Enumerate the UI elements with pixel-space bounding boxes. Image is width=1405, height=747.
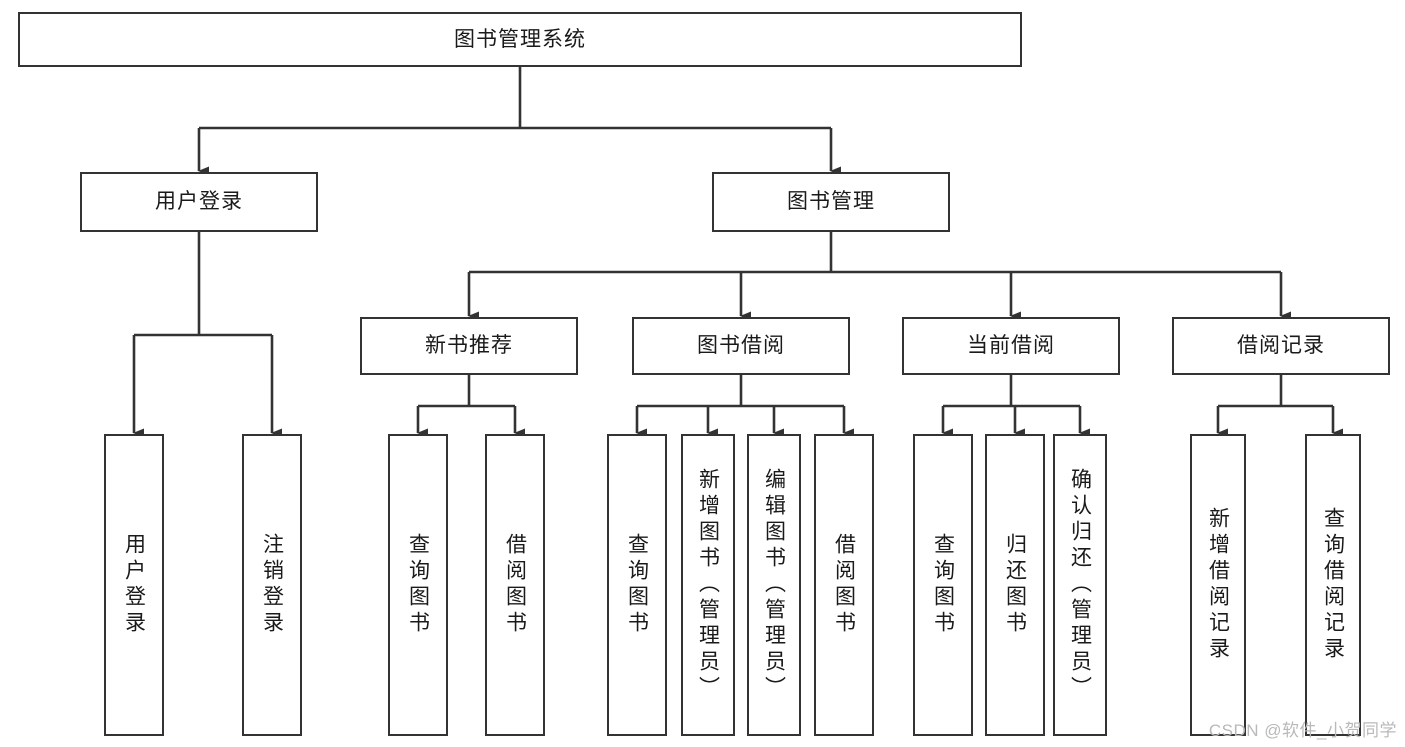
node-label-borrow-record: 借阅记录 <box>1237 334 1325 358</box>
node-user-login[interactable]: 用户登录 <box>80 172 318 232</box>
node-label-new-book-recommend: 新书推荐 <box>425 334 513 358</box>
node-label-leaf-query-borrow-record: 查询借阅记录 <box>1321 507 1345 663</box>
node-label-book-manage: 图书管理 <box>787 190 875 214</box>
node-leaf-add-borrow-record[interactable]: 新增借阅记录 <box>1190 434 1246 736</box>
node-leaf-logout-login[interactable]: 注销登录 <box>242 434 302 736</box>
node-label-leaf-query-book-3: 查询图书 <box>931 533 955 637</box>
node-leaf-confirm-return-admin[interactable]: 确认归还（管理员） <box>1053 434 1107 736</box>
node-label-leaf-user-login: 用户登录 <box>122 533 146 637</box>
node-label-leaf-borrow-book-2: 借阅图书 <box>832 533 856 637</box>
node-leaf-borrow-book-2[interactable]: 借阅图书 <box>814 434 874 736</box>
node-label-book-borrow: 图书借阅 <box>697 334 785 358</box>
node-leaf-add-book-admin[interactable]: 新增图书（管理员） <box>681 434 735 736</box>
node-label-leaf-edit-book-admin: 编辑图书（管理员） <box>762 468 786 702</box>
node-book-borrow[interactable]: 图书借阅 <box>632 317 850 375</box>
node-label-current-borrow: 当前借阅 <box>967 334 1055 358</box>
node-label-leaf-borrow-book-1: 借阅图书 <box>503 533 527 637</box>
node-label-leaf-query-book-1: 查询图书 <box>406 533 430 637</box>
connector-lines <box>132 67 1343 438</box>
watermark-text: CSDN @软件_小贺同学 <box>1208 721 1397 740</box>
node-book-manage[interactable]: 图书管理 <box>712 172 950 232</box>
node-new-book-recommend[interactable]: 新书推荐 <box>360 317 578 375</box>
node-leaf-edit-book-admin[interactable]: 编辑图书（管理员） <box>747 434 801 736</box>
node-label-leaf-add-book-admin: 新增图书（管理员） <box>696 468 720 702</box>
node-label-leaf-logout-login: 注销登录 <box>260 533 284 637</box>
node-borrow-record[interactable]: 借阅记录 <box>1172 317 1390 375</box>
node-root[interactable]: 图书管理系统 <box>18 12 1022 67</box>
node-leaf-return-book[interactable]: 归还图书 <box>985 434 1045 736</box>
node-label-leaf-query-book-2: 查询图书 <box>625 533 649 637</box>
node-leaf-query-book-1[interactable]: 查询图书 <box>388 434 448 736</box>
node-leaf-user-login[interactable]: 用户登录 <box>104 434 164 736</box>
node-leaf-borrow-book-1[interactable]: 借阅图书 <box>485 434 545 736</box>
node-leaf-query-borrow-record[interactable]: 查询借阅记录 <box>1305 434 1361 736</box>
node-leaf-query-book-2[interactable]: 查询图书 <box>607 434 667 736</box>
node-current-borrow[interactable]: 当前借阅 <box>902 317 1120 375</box>
node-label-leaf-add-borrow-record: 新增借阅记录 <box>1206 507 1230 663</box>
node-leaf-query-book-3[interactable]: 查询图书 <box>913 434 973 736</box>
node-label-leaf-return-book: 归还图书 <box>1003 533 1027 637</box>
node-label-root: 图书管理系统 <box>454 27 586 51</box>
node-label-user-login: 用户登录 <box>155 190 243 214</box>
node-label-leaf-confirm-return-admin: 确认归还（管理员） <box>1068 468 1092 702</box>
